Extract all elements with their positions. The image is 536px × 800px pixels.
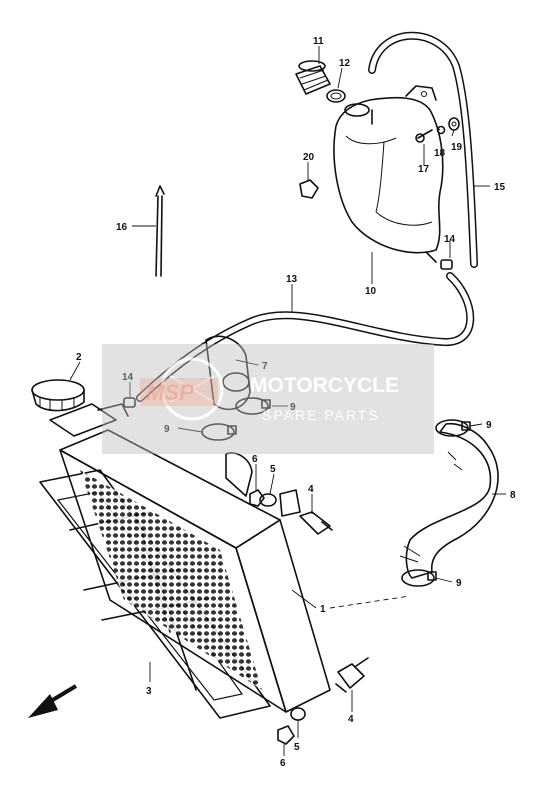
callout-8: 8 xyxy=(510,490,516,501)
hose-clamp-upper xyxy=(235,397,271,415)
temperature-switch-upper xyxy=(299,511,333,535)
lower-hose xyxy=(399,422,499,579)
cap-gasket xyxy=(326,89,346,103)
callout-19: 19 xyxy=(451,142,463,153)
watermark-subtitle: SPARE PARTS xyxy=(262,407,380,423)
callout-1: 1 xyxy=(320,604,326,615)
callout-9-top: 9 xyxy=(486,420,492,431)
callout-5-upper: 5 xyxy=(270,464,276,475)
grommet xyxy=(299,179,319,199)
callout-18: 18 xyxy=(434,148,446,159)
callout-16: 16 xyxy=(116,222,128,233)
mounting-bolt xyxy=(415,129,433,143)
hose-clamp-top xyxy=(435,419,471,437)
callout-17: 17 xyxy=(418,164,430,175)
upper-hose xyxy=(205,335,253,497)
watermark-title: MOTORCYCLE xyxy=(250,374,399,397)
nut-upper xyxy=(249,489,265,507)
callout-9-upper: 9 xyxy=(290,402,296,413)
reservoir-tank xyxy=(333,85,444,263)
washer-upper xyxy=(259,493,277,507)
callout-4-upper: 4 xyxy=(308,484,314,495)
callout-5-lower: 5 xyxy=(294,742,300,753)
collar xyxy=(436,125,446,135)
drain-tube xyxy=(155,185,165,277)
callout-10: 10 xyxy=(365,286,377,297)
callout-6-upper: 6 xyxy=(252,454,258,465)
callout-15: 15 xyxy=(494,182,506,193)
callout-labels: 11 12 20 10 17 18 19 15 14 16 13 7 2 14 … xyxy=(76,36,516,769)
temperature-switch-lower xyxy=(335,657,369,693)
cushion xyxy=(448,117,460,131)
callout-9-lower: 9 xyxy=(164,424,170,435)
front-direction-arrow-icon xyxy=(28,684,78,718)
callout-11: 11 xyxy=(313,36,324,47)
hose-clamp-radiator xyxy=(123,397,136,408)
radiator-cap xyxy=(31,379,85,412)
callout-14-reservoir: 14 xyxy=(444,234,456,245)
reservoir-hose xyxy=(136,272,475,402)
reservoir-cap xyxy=(295,60,331,95)
callout-12: 12 xyxy=(339,58,351,69)
hose-clamp-reservoir xyxy=(440,259,453,270)
callout-3: 3 xyxy=(146,686,152,697)
callout-4-lower: 4 xyxy=(348,714,354,725)
nut-lower xyxy=(277,725,295,745)
watermark-brand: MSP xyxy=(146,380,194,405)
callout-7: 7 xyxy=(262,361,268,372)
washer-lower xyxy=(290,707,306,721)
hose-clamp-bottom xyxy=(401,569,437,587)
callout-2: 2 xyxy=(76,352,82,363)
callout-13: 13 xyxy=(286,274,298,285)
callout-20: 20 xyxy=(303,152,315,163)
callout-6-lower: 6 xyxy=(280,758,286,769)
callout-9-bottom: 9 xyxy=(456,578,462,589)
mounting-bracket xyxy=(279,489,301,517)
watermark: MSP MOTORCYCLE SPARE PARTS xyxy=(102,344,434,454)
leader-lines xyxy=(69,46,506,756)
overflow-hose xyxy=(368,31,478,268)
callout-14-radiator: 14 xyxy=(122,372,134,383)
radiator xyxy=(49,403,331,713)
